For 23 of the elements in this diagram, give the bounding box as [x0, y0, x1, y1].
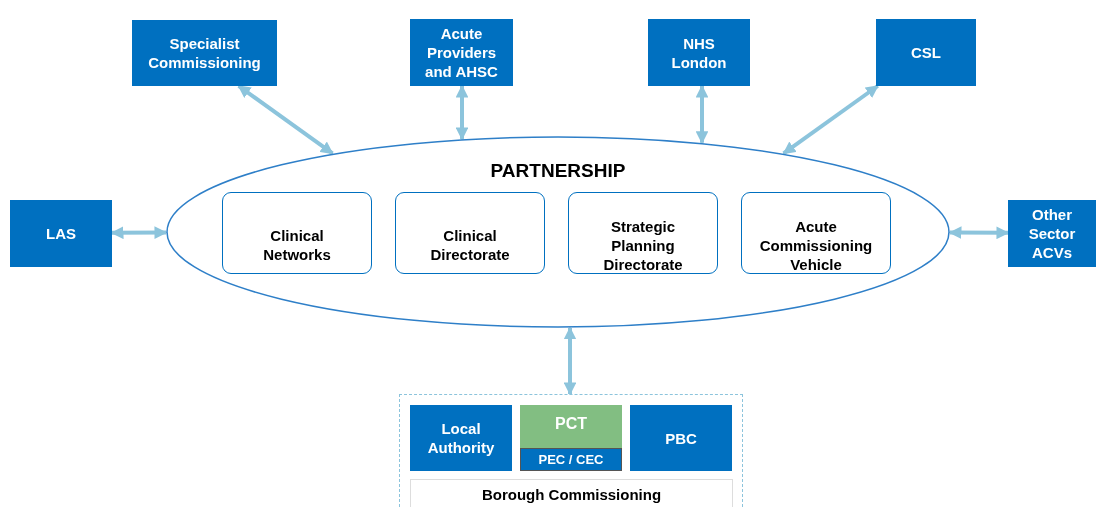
- entity-box: LAS: [10, 200, 112, 267]
- double-arrow: [237, 84, 334, 156]
- entity-box: CSL: [876, 19, 976, 86]
- partnership-title: PARTNERSHIP: [490, 160, 626, 182]
- entity-box: Local Authority: [410, 405, 512, 471]
- double-arrow: [782, 84, 879, 156]
- entity-box: Specialist Commissioning: [132, 20, 277, 86]
- entity-box: NHS London: [648, 19, 750, 86]
- pct-box: PCT PEC / CEC: [520, 405, 622, 471]
- double-arrow: [948, 226, 1010, 240]
- entity-box: Acute Providers and AHSC: [410, 19, 513, 86]
- borough-group: [399, 394, 743, 507]
- entity-box: PBC: [630, 405, 732, 471]
- directorate-box: Clinical Directorate: [395, 192, 545, 274]
- double-arrow: [563, 326, 577, 396]
- double-arrow: [455, 84, 469, 141]
- directorate-box: Strategic Planning Directorate: [568, 192, 718, 274]
- directorate-box: Acute Commissioning Vehicle: [741, 192, 891, 274]
- directorate-box: Clinical Networks: [222, 192, 372, 274]
- entity-box: Other Sector ACVs: [1008, 200, 1096, 267]
- borough-commissioning-bar: Borough Commissioning: [410, 479, 733, 507]
- pec-cec-bar: PEC / CEC: [520, 448, 622, 471]
- double-arrow: [695, 84, 709, 144]
